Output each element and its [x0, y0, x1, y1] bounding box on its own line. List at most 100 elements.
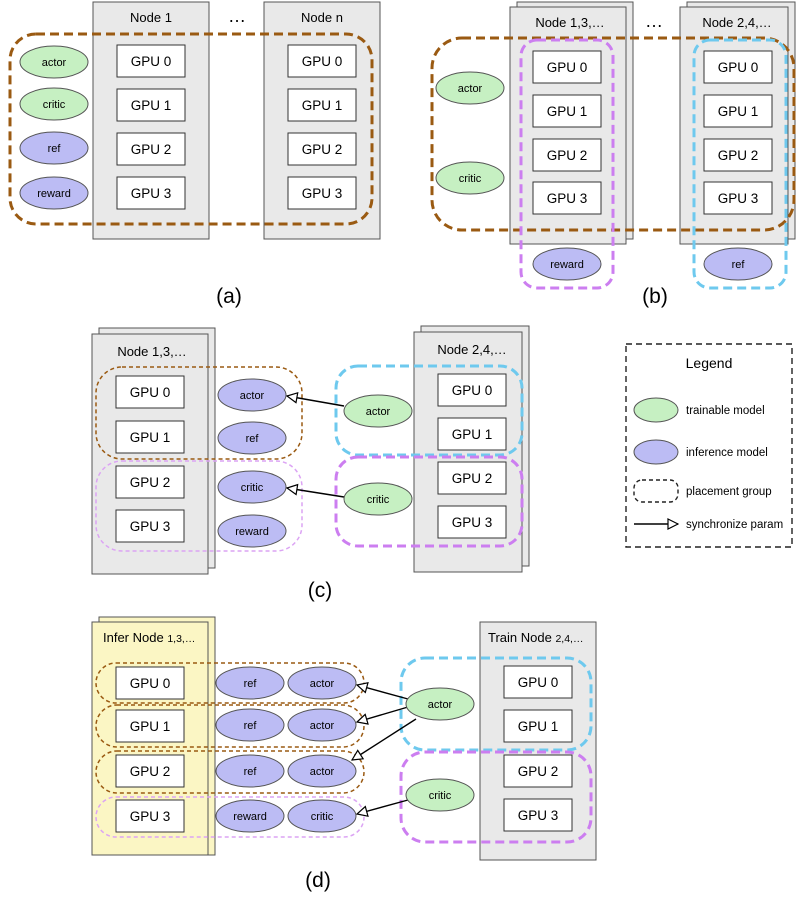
inference-model: actor	[217, 378, 287, 412]
gpu-box: GPU 0	[703, 50, 773, 84]
inference-model: reward	[217, 514, 287, 548]
svg-text:GPU 3: GPU 3	[130, 519, 171, 534]
gpu-box: GPU 2	[532, 138, 602, 172]
trainable-model: actor	[343, 394, 413, 428]
gpu-box: GPU 1	[116, 88, 186, 122]
svg-text:GPU 0: GPU 0	[547, 60, 588, 75]
gpu-box: GPU 2	[437, 461, 507, 495]
svg-text:reward: reward	[233, 811, 267, 823]
gpu-box: GPU 3	[503, 798, 573, 832]
svg-text:GPU 0: GPU 0	[130, 385, 171, 400]
gpu-box: GPU 2	[116, 132, 186, 166]
svg-text:GPU 1: GPU 1	[130, 430, 171, 445]
trainable-model: critic	[19, 87, 89, 121]
gpu-box: GPU 1	[115, 420, 185, 454]
panel-c: Node 1,3,… GPU 0 GPU 1 GPU 2 GPU 3 Node …	[91, 325, 530, 602]
gpu-box: GPU 1	[115, 709, 185, 743]
svg-text:GPU 0: GPU 0	[518, 675, 559, 690]
node-title: Node 1	[130, 10, 172, 25]
svg-text:ref: ref	[244, 720, 258, 732]
svg-text:GPU 3: GPU 3	[547, 191, 588, 206]
svg-text:GPU 3: GPU 3	[452, 515, 493, 530]
svg-text:GPU 1: GPU 1	[518, 719, 559, 734]
placement-group-row	[95, 796, 365, 838]
placement-group-critic-reward	[95, 460, 303, 552]
placement-group-row	[95, 704, 365, 748]
gpu-box: GPU 3	[115, 509, 185, 543]
gpu-box: GPU 0	[532, 50, 602, 84]
trainable-model: actor	[435, 71, 505, 105]
gpu-box: GPU 1	[503, 709, 573, 743]
trainable-model: actor	[19, 45, 89, 79]
svg-text:GPU 0: GPU 0	[131, 54, 172, 69]
gpu-box: GPU 3	[532, 181, 602, 215]
legend-title: Legend	[686, 355, 733, 371]
gpu-box: GPU 2	[703, 138, 773, 172]
placement-group-critic-train	[334, 455, 524, 548]
gpu-box: GPU 3	[116, 176, 186, 210]
gpu-box: GPU 0	[116, 44, 186, 78]
svg-text:reward: reward	[550, 259, 584, 271]
svg-text:GPU 3: GPU 3	[518, 808, 559, 823]
legend-inference-swatch	[633, 439, 679, 465]
placement-group-actor-train	[334, 364, 524, 457]
svg-text:actor: actor	[42, 57, 67, 69]
svg-text:GPU 2: GPU 2	[452, 471, 493, 486]
panel-b: Node 1,3,… GPU 0 GPU 1 GPU 2 GPU 3 … Nod…	[430, 1, 796, 308]
legend-label: inference model	[686, 447, 768, 459]
placement-group-row	[95, 750, 365, 794]
svg-text:ref: ref	[246, 433, 260, 445]
node-title: Node 1,3,…	[535, 15, 604, 30]
svg-text:GPU 3: GPU 3	[302, 186, 343, 201]
sync-param-arrow	[357, 685, 409, 700]
ellipsis: …	[228, 6, 246, 26]
gpu-box: GPU 1	[703, 94, 773, 128]
svg-text:actor: actor	[240, 390, 265, 402]
legend-label: synchronize param	[686, 519, 783, 531]
sync-param-arrow	[287, 396, 345, 407]
gpu-box: GPU 0	[503, 665, 573, 699]
gpu-box: GPU 0	[287, 44, 357, 78]
inference-model: ref	[703, 247, 773, 281]
node-title: Node 2,4,…	[437, 342, 506, 357]
placement-group-odd-nodes	[519, 38, 615, 290]
inference-model: critic	[287, 799, 357, 833]
trainable-model: critic	[435, 161, 505, 195]
svg-text:GPU 2: GPU 2	[131, 142, 172, 157]
inference-model: ref	[215, 708, 285, 742]
panel-d: Infer Node 1,3,… GPU 0 GPU 1 GPU 2 GPU 3…	[91, 616, 597, 892]
node-title: Train Node 2,4,…	[488, 630, 583, 645]
trainable-model: critic	[405, 778, 475, 812]
inference-model: reward	[19, 176, 89, 210]
svg-text:ref: ref	[244, 678, 258, 690]
svg-text:GPU 2: GPU 2	[718, 148, 759, 163]
sync-param-arrow	[357, 799, 409, 814]
svg-text:critic: critic	[311, 811, 334, 823]
svg-text:critic: critic	[367, 494, 390, 506]
svg-text:GPU 1: GPU 1	[302, 98, 343, 113]
trainable-model: critic	[343, 482, 413, 516]
svg-text:actor: actor	[428, 699, 453, 711]
legend-placement-swatch	[633, 479, 679, 503]
gpu-box: GPU 3	[703, 181, 773, 215]
legend: Legend trainable model inference model p…	[625, 343, 793, 548]
panel-a: Node 1 GPU 0 GPU 1 GPU 2 GPU 3 … Node n …	[8, 1, 381, 308]
gpu-box: GPU 0	[437, 373, 507, 407]
inference-model: ref	[215, 754, 285, 788]
svg-text:GPU 3: GPU 3	[130, 809, 171, 824]
svg-text:actor: actor	[310, 678, 335, 690]
node-title: Node 2,4,…	[702, 15, 771, 30]
svg-text:GPU 1: GPU 1	[718, 104, 759, 119]
inference-model: critic	[217, 470, 287, 504]
legend-trainable-swatch	[633, 397, 679, 423]
placement-group	[8, 32, 374, 226]
placement-group-even-nodes	[692, 38, 788, 290]
svg-text:ref: ref	[244, 766, 258, 778]
gpu-box: GPU 3	[437, 505, 507, 539]
legend-label: placement group	[686, 486, 772, 498]
inference-model: reward	[215, 799, 285, 833]
panel-caption: (a)	[216, 285, 242, 308]
svg-text:critic: critic	[241, 482, 264, 494]
gpu-box: GPU 0	[115, 375, 185, 409]
sync-param-arrow	[287, 488, 345, 498]
